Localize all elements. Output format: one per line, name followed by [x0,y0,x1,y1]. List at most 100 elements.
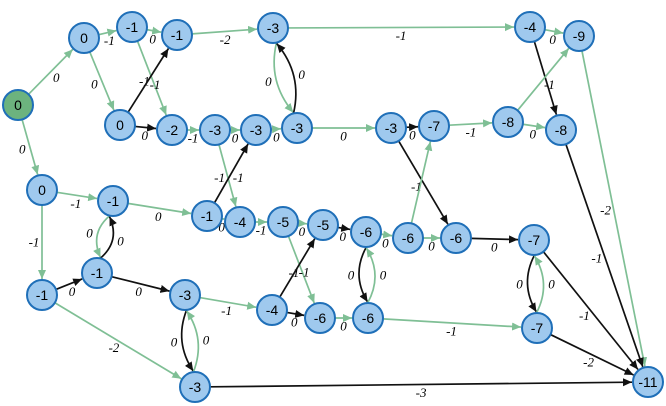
node-c5: -5 [307,209,339,241]
nodes-layer: 00-1-1-3-4-90-2-3-3-3-3-7-8-80-1-1-4-5-5… [2,11,664,403]
node-circle-b8 [545,114,577,146]
node-d2: -3 [169,279,201,311]
node-label-b5: -3 [385,120,398,136]
node-label-d6: -7 [531,320,544,336]
edge-a3-b4 [273,42,294,113]
edge-label-d6-e1: -2 [583,355,594,370]
node-label-a5: -9 [573,28,586,44]
node-circle-a3 [257,12,289,44]
node-b0: 0 [104,109,136,141]
edge-c1-d1 [93,214,111,258]
edge-label-s-c0: 0 [19,142,26,157]
edge-label-d0-d1: 0 [69,284,76,299]
node-circle-b6 [418,110,450,142]
edge-label-c0-c1: -1 [70,196,81,211]
node-label-a1: -1 [126,19,139,35]
node-circle-a5 [563,20,595,52]
node-b5: -3 [375,112,407,144]
edge-b0-a2 [127,48,170,113]
edge-a3-a4 [287,23,515,32]
node-c4: -5 [267,206,299,238]
edge-label-b4-b5: 0 [340,129,347,144]
node-label-b0: 0 [116,117,124,133]
edge-c6-d5 [358,246,369,303]
edge-c1-c2 [127,202,192,217]
edge-label-s-a0: 0 [53,70,60,85]
node-circle-c6 [350,216,382,248]
edge-c7-b6 [410,141,433,224]
edge-label-b3-b4: 0 [273,130,280,145]
edge-d3-c5 [278,238,316,298]
node-circle-c2 [191,200,223,232]
edge-label-b1-b2: -1 [188,131,199,146]
node-circle-b2 [199,114,231,146]
edge-label-d3-c5: -1 [299,265,310,280]
node-label-b2: -3 [209,122,222,138]
node-label-b3: -3 [250,122,263,138]
edge-label-c9-e1: -1 [579,308,590,323]
node-circle-b3 [240,114,272,146]
node-label-a3: -3 [267,20,280,36]
edge-label-c1-d1: 0 [86,226,93,241]
node-label-d2: -3 [179,287,192,303]
edge-c5-c6 [337,224,351,232]
node-label-c7: -6 [402,230,415,246]
node-label-d1: -1 [91,265,104,281]
edge-label-c1-c2: 0 [155,209,162,224]
edge-a0-a1 [98,28,117,37]
edge-b5-c8 [397,140,449,225]
edge-d2-d3 [199,296,257,310]
edge-label-b5-b6: 0 [409,128,416,143]
edge-d0-e0 [54,302,182,380]
edge-b4-a3 [276,43,297,114]
edge-label-a3-b4: 0 [265,74,272,89]
node-c3: -4 [224,206,256,238]
edge-label-a2-a3: -2 [220,32,231,47]
node-a1: -1 [116,11,148,43]
node-label-a4: -4 [524,19,537,35]
node-circle-b5 [375,112,407,144]
edge-label-a0-a1: -1 [104,33,115,48]
edge-label-d5-c6: 0 [380,268,387,283]
node-d3: -4 [256,294,288,326]
edge-label-b5-c8: -1 [411,179,422,194]
edge-label-d3-d4: 0 [291,314,298,329]
node-label-b1: -2 [166,122,179,138]
node-label-c0: 0 [38,182,46,198]
edge-b6-b7 [448,119,493,128]
edge-d5-d6 [382,318,522,331]
node-circle-c5 [307,209,339,241]
node-circle-a2 [161,19,193,51]
edge-label-b7-a5: -1 [544,77,555,92]
edge-c9-d6 [526,254,538,313]
edge-label-b7-b8: 0 [530,126,537,141]
edge-c8-c9 [470,235,519,244]
node-circle-a1 [116,11,148,43]
edge-d6-c9 [533,255,545,314]
edge-d0-d1 [55,278,83,291]
node-c9: -7 [518,224,550,256]
edge-label-c8-c9: 0 [491,240,498,255]
node-a2: -1 [161,19,193,51]
edge-c9-e1 [542,251,639,371]
node-circle-e0 [179,371,211,403]
node-a5: -9 [563,20,595,52]
node-circle-c7 [392,222,424,254]
node-label-d0: -1 [36,287,49,303]
edge-label-d6-c9: 0 [548,277,555,292]
node-circle-b1 [156,114,188,146]
edge-label-a4-a5: 0 [549,32,556,47]
edge-a5-e1 [581,50,648,367]
node-label-s: 0 [14,97,22,113]
edge-label-a1-a2: 0 [149,31,156,46]
edge-s-a0 [27,48,74,95]
edge-d1-d2 [111,275,170,293]
edge-label-d5-d6: -1 [446,324,457,339]
edge-label-c5-c6: 0 [339,229,346,244]
node-circle-c3 [224,206,256,238]
edge-c0-c1 [56,191,98,202]
edge-d5-c6 [365,247,376,304]
node-label-b7: -8 [502,114,515,130]
edge-label-a1-b1: -1 [139,73,150,88]
